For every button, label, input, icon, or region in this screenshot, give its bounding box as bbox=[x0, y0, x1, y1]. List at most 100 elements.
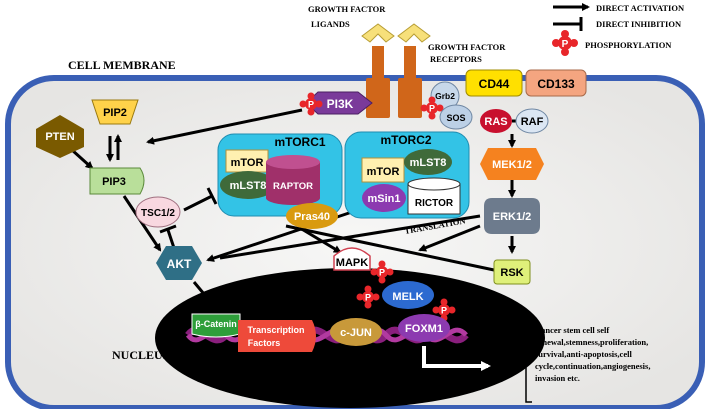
edge-erk-akt bbox=[219, 214, 481, 260]
foxm1-label: FOXM1 bbox=[405, 323, 443, 335]
melk-label: MELK bbox=[392, 291, 423, 303]
cell-membrane-label: CELL MEMBRANE bbox=[68, 58, 176, 72]
erk-label: ERK1/2 bbox=[493, 211, 532, 223]
raf-label: RAF bbox=[521, 116, 544, 128]
edge-akt-tsc-inhibit bbox=[166, 229, 176, 249]
cjun-label: c-JUN bbox=[340, 327, 372, 339]
msin1-label: mSin1 bbox=[367, 193, 400, 205]
pip2-node bbox=[91, 99, 139, 125]
mapk-node bbox=[333, 247, 371, 271]
melk-node bbox=[382, 281, 434, 309]
cd44-node bbox=[465, 69, 523, 97]
pip3-node bbox=[89, 167, 145, 195]
pi3k-phospho-icon: P bbox=[299, 92, 323, 116]
pip2-label: PIP2 bbox=[103, 107, 127, 119]
akt-node bbox=[156, 246, 202, 280]
edge-foxm1-outcomes bbox=[422, 346, 491, 371]
outcome-line: invasion etc. bbox=[535, 373, 580, 383]
edge-mtorc1-rsk bbox=[285, 224, 495, 272]
edge-akt-tsc-inhibit-bar bbox=[159, 224, 177, 234]
melk-phospho-icon: P bbox=[356, 285, 380, 309]
edge-tsc-mtorc1-inhibit bbox=[183, 194, 213, 212]
mtorc2-mlst8-label: mLST8 bbox=[410, 157, 447, 169]
grb2-label: Grb2 bbox=[435, 91, 455, 101]
pten-label: PTEN bbox=[45, 131, 74, 143]
rsk-node bbox=[493, 259, 531, 285]
legend: DIRECT ACTIVATION DIRECT INHIBITION P PH… bbox=[552, 3, 685, 56]
outcome-line: renewal,stemness,proliferation, bbox=[535, 337, 648, 347]
edge-pten-pip3 bbox=[70, 148, 94, 170]
svg-text:P: P bbox=[379, 268, 385, 278]
ras-node bbox=[480, 109, 512, 133]
cd133-label: CD133 bbox=[537, 77, 575, 91]
raptor-label: RAPTOR bbox=[273, 181, 313, 192]
mapk-label: MAPK bbox=[336, 257, 368, 269]
outcome-line: cycle,continuation,angiogenesis, bbox=[535, 361, 650, 371]
svg-text:P: P bbox=[429, 104, 435, 114]
mtorc1-mlst8 bbox=[220, 171, 276, 199]
mek-label: MEK1/2 bbox=[492, 159, 532, 171]
cjun-node bbox=[330, 318, 382, 346]
msin1-node bbox=[362, 184, 406, 212]
pi3k-label: PI3K bbox=[327, 97, 354, 111]
legend-activation-label: DIRECT ACTIVATION bbox=[596, 3, 685, 13]
growth-factor-receptors-label: GROWTH FACTOR bbox=[428, 42, 506, 52]
svg-text:P: P bbox=[441, 306, 447, 316]
cd133-node bbox=[525, 69, 587, 97]
growth-factor-receptors-label-2: RECEPTORS bbox=[430, 54, 482, 64]
akt-label: AKT bbox=[167, 257, 192, 271]
mtorc1-mlst8-label: mLST8 bbox=[230, 180, 267, 192]
transcription-factors-node bbox=[238, 320, 316, 352]
edge-akt-nucleus bbox=[192, 281, 216, 308]
rictor-label: RICTOR bbox=[415, 198, 454, 209]
mtorc2-label: mTORC2 bbox=[380, 133, 431, 147]
mtorc1-label: mTORC1 bbox=[274, 135, 325, 149]
pras40-label: Pras40 bbox=[294, 211, 330, 223]
svg-text:P: P bbox=[308, 100, 314, 110]
sos-label: SOS bbox=[446, 113, 465, 123]
mek-node bbox=[480, 148, 544, 180]
mtorc2-mtor-label: mTOR bbox=[367, 166, 400, 178]
outcome-line: survival,anti-apoptosis,cell bbox=[535, 349, 632, 359]
legend-phosphorylation-label: PHOSPHORYLATION bbox=[585, 40, 672, 50]
growth-factor-ligands-label-2: LIGANDS bbox=[311, 19, 350, 29]
mapk-phospho-icon: P bbox=[370, 260, 394, 284]
svg-text:P: P bbox=[365, 293, 371, 303]
beta-catenin-label: β-Catenin bbox=[195, 319, 237, 329]
raf-node bbox=[515, 108, 549, 134]
erk-node bbox=[484, 198, 540, 234]
foxm1-phospho-icon: P bbox=[432, 298, 456, 322]
rsk-label: RSK bbox=[500, 267, 523, 279]
ligand-icon bbox=[361, 23, 431, 43]
edges bbox=[70, 108, 517, 308]
rictor-node bbox=[407, 177, 461, 215]
pip3-label: PIP3 bbox=[102, 176, 126, 188]
mtorc2-mlst8 bbox=[404, 149, 452, 175]
edge-tsc-mtorc1-inhibit-bar bbox=[206, 187, 218, 205]
tsc-node bbox=[135, 196, 181, 228]
pras40-node bbox=[286, 203, 338, 229]
outcomes-text: Cancer stem cell self renewal,stemness,p… bbox=[535, 325, 650, 383]
tsc-label: TSC1/2 bbox=[141, 208, 175, 219]
sos-node bbox=[439, 104, 473, 130]
outcome-line: Cancer stem cell self bbox=[535, 325, 609, 335]
phosphorylation-icon: P bbox=[552, 30, 578, 56]
raptor-node bbox=[266, 155, 320, 205]
transcription-factors-label-2: Factors bbox=[248, 338, 281, 348]
foxm1-node bbox=[398, 314, 450, 342]
ras-label: RAS bbox=[484, 116, 507, 128]
transcription-factors-label: Transcription bbox=[247, 325, 304, 335]
edge-erk-mapk bbox=[418, 224, 481, 252]
edge-pi3k-pip2 bbox=[146, 108, 303, 145]
pten-node bbox=[36, 115, 84, 158]
mtorc1-mtor-label: mTOR bbox=[231, 157, 264, 169]
cd44-label: CD44 bbox=[479, 77, 510, 91]
mtorc2-mtor bbox=[361, 157, 405, 183]
outcomes-bracket bbox=[525, 321, 532, 403]
svg-text:P: P bbox=[562, 39, 569, 50]
grb2-phospho-icon: P bbox=[420, 96, 444, 120]
nucleus-label: NUCLEUS bbox=[112, 348, 170, 362]
edge-pras40-mapk bbox=[299, 226, 342, 254]
growth-factor-receptor bbox=[366, 46, 422, 118]
